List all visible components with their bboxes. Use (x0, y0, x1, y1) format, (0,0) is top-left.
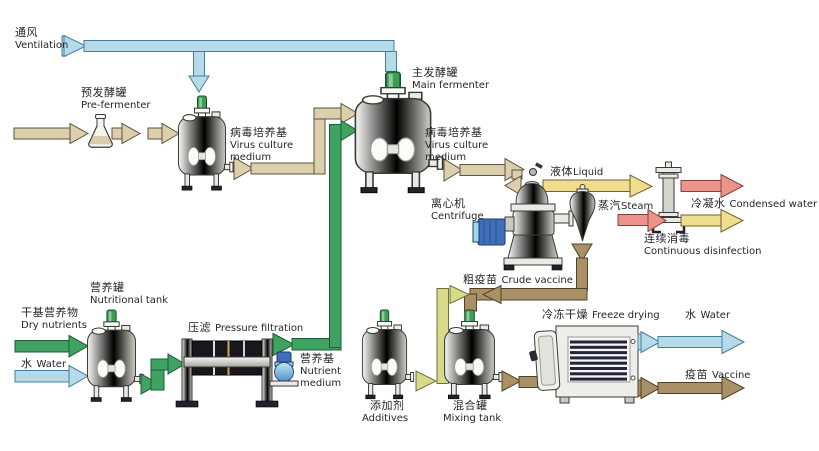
label-main-fermenter: 主发酵罐 Main fermenter (412, 66, 490, 91)
additives-tank (361, 309, 415, 400)
centrifuge-machine (472, 162, 654, 271)
label-mixing-tank: 混合罐 Mixing tank (443, 399, 502, 424)
pipe-sterilized-liquid (680, 208, 745, 233)
label-nutrient-medium: 营养基 Nutrient medium (300, 352, 342, 389)
pipe-nutritional-out (140, 353, 186, 395)
pipe-ventilation (61, 34, 397, 93)
label-ventilation: 通风 Ventilation (15, 26, 69, 51)
pre-fermenter-flask (88, 114, 113, 148)
pipe-virus-medium-2 (443, 157, 525, 196)
mixing-tank (444, 309, 503, 400)
pipe-vaccine-out (637, 375, 746, 401)
filter-press (175, 338, 299, 408)
freeze-dryer (529, 325, 639, 404)
pipe-water-in (14, 364, 90, 388)
pipe-dry-nutrients (14, 334, 90, 358)
label-liquid: 液体Liquid (550, 165, 604, 178)
cyclone-collector (569, 184, 596, 242)
label-virus-culture-medium-1: 病毒培养基 Virus culture medium (230, 126, 294, 163)
virus-culture-tank (177, 95, 234, 191)
pipe-virus-medium-1 (233, 102, 359, 181)
label-nutritional-tank: 营养罐 Nutritional tank (90, 281, 169, 306)
pipe-crude-vaccine (464, 243, 593, 312)
pipe-prefermenter-feed (13, 122, 180, 145)
label-pre-fermenter: 预发酵罐 Pre-fermenter (81, 86, 151, 111)
pipe-condensed-water (680, 173, 745, 199)
pipe-mixing-out (501, 370, 544, 392)
label-continuous-disinfection: 连续消毒 Continuous disinfection (644, 232, 762, 257)
label-additives: 添加剂 Additives (362, 399, 409, 424)
pipe-steam (617, 208, 667, 233)
label-dry-nutrients: 干基营养物 Dry nutrients (21, 306, 88, 331)
pipe-water-out (637, 329, 746, 355)
disinfection-column (651, 161, 686, 234)
label-centrifuge: 离心机 Centrifuge (431, 197, 484, 222)
label-virus-culture-medium-2: 病毒培养基 Virus culture medium (425, 126, 489, 163)
pipe-nutrient-medium-riser (272, 119, 359, 357)
label-steam: 蒸汽Steam (598, 199, 654, 212)
nutritional-tank (87, 309, 144, 402)
